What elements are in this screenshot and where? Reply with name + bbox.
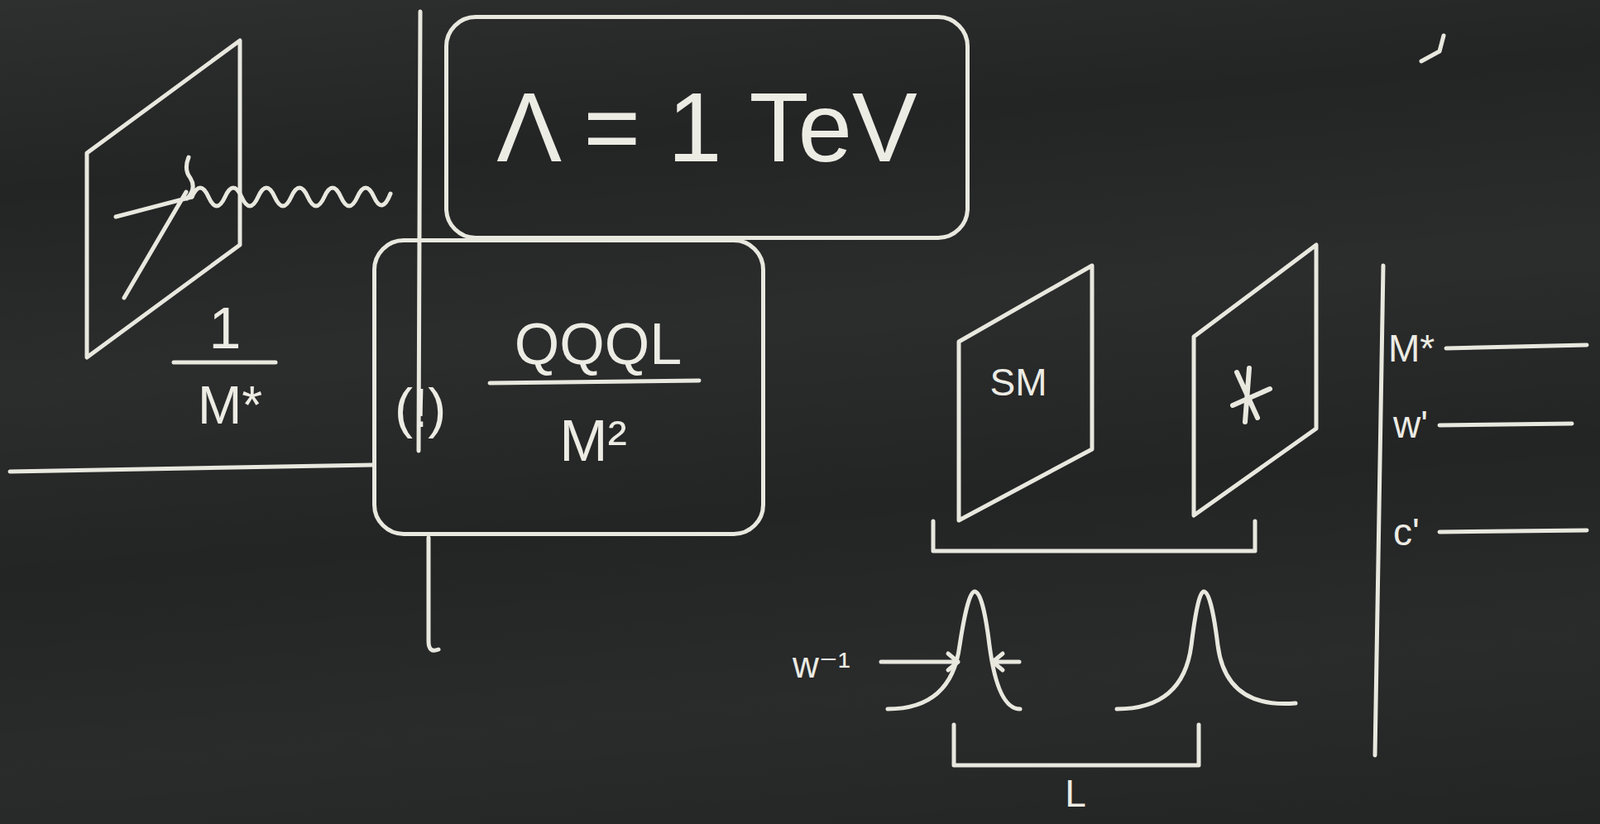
fraction-denominator: M*	[197, 378, 263, 432]
fraction-bar	[489, 380, 700, 384]
bracket	[933, 521, 1256, 551]
width-label: w⁻¹	[792, 646, 851, 684]
bracket	[953, 724, 1199, 766]
warning-mark: (!)	[394, 380, 446, 436]
chalk-tick	[1421, 35, 1444, 62]
divider-hook	[428, 537, 439, 651]
divider-line	[9, 464, 373, 472]
level-line	[1446, 344, 1587, 349]
scale-box: Λ = 1 TeV	[444, 14, 970, 240]
wavefunction-peak	[1116, 591, 1296, 709]
level-label: c'	[1393, 512, 1420, 551]
wavefunction-peak	[887, 591, 1021, 709]
crossed-lines	[115, 157, 193, 298]
scribble	[1232, 368, 1270, 422]
level-line	[1439, 530, 1587, 532]
plane-outline	[958, 265, 1093, 521]
sm-brane: SM	[958, 265, 1093, 521]
ladder-axis	[1374, 265, 1384, 756]
brane-label: SM	[990, 363, 1048, 402]
level-label: w'	[1393, 405, 1428, 444]
operator-denominator: M²	[559, 411, 628, 470]
operator-numerator: QQQL	[514, 315, 682, 374]
brane-plane	[1193, 244, 1317, 516]
distance-label: L	[1064, 774, 1087, 813]
fraction-numerator: 1	[209, 299, 242, 358]
level-label: M*	[1388, 329, 1435, 368]
width-arrow	[881, 653, 959, 671]
graviton-wiggle	[191, 187, 391, 206]
width-arrow	[992, 653, 1020, 671]
scale-formula: Λ = 1 TeV	[496, 78, 918, 177]
fraction-bar	[173, 360, 276, 365]
operator-box: (!) QQQL M²	[372, 238, 766, 537]
level-line	[1439, 423, 1572, 426]
